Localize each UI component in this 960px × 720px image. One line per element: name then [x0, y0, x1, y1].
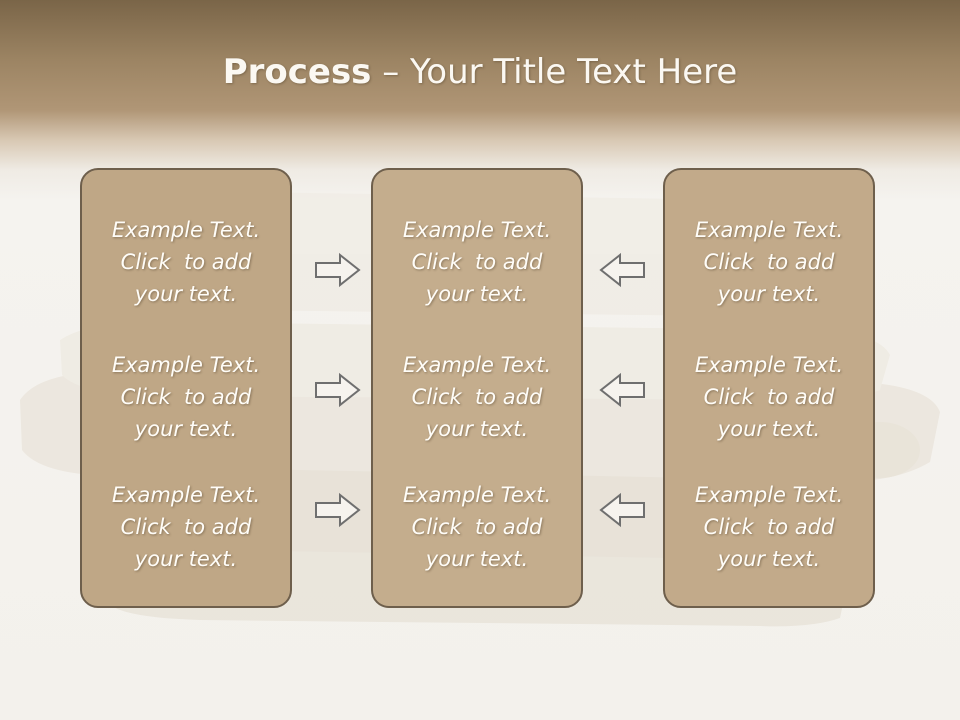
arrow-left-icon	[599, 252, 645, 288]
middle-item-2[interactable]: Example Text. Click to add your text.	[373, 349, 581, 445]
text-line: Click to add	[120, 250, 252, 274]
text-line: Click to add	[703, 515, 835, 539]
text-line: Click to add	[120, 515, 252, 539]
right-item-3[interactable]: Example Text. Click to add your text.	[665, 479, 873, 575]
text-line: your text.	[717, 547, 821, 571]
text-line: Click to add	[703, 385, 835, 409]
text-line: Example Text.	[111, 218, 261, 242]
text-line: Click to add	[411, 385, 543, 409]
text-line: Example Text.	[111, 353, 261, 377]
text-line: Click to add	[703, 250, 835, 274]
text-line: your text.	[717, 282, 821, 306]
middle-item-1[interactable]: Example Text. Click to add your text.	[373, 214, 581, 310]
text-line: Example Text.	[694, 483, 844, 507]
title-bold: Process	[222, 52, 372, 92]
text-line: your text.	[717, 417, 821, 441]
text-line: Click to add	[411, 250, 543, 274]
left-item-1[interactable]: Example Text. Click to add your text.	[82, 214, 290, 310]
text-line: Example Text.	[402, 218, 552, 242]
arrow-left-icon	[599, 492, 645, 528]
arrow-right-icon	[315, 492, 361, 528]
left-text-box[interactable]: Example Text. Click to add your text. Ex…	[80, 168, 292, 608]
text-line: your text.	[134, 417, 238, 441]
text-line: Example Text.	[694, 353, 844, 377]
text-line: your text.	[425, 282, 529, 306]
right-item-2[interactable]: Example Text. Click to add your text.	[665, 349, 873, 445]
text-line: Click to add	[411, 515, 543, 539]
text-line: your text.	[425, 547, 529, 571]
middle-item-3[interactable]: Example Text. Click to add your text.	[373, 479, 581, 575]
text-line: your text.	[134, 547, 238, 571]
text-line: Example Text.	[402, 483, 552, 507]
arrow-left-icon	[599, 372, 645, 408]
text-line: Example Text.	[694, 218, 844, 242]
text-line: your text.	[425, 417, 529, 441]
left-item-2[interactable]: Example Text. Click to add your text.	[82, 349, 290, 445]
right-text-box[interactable]: Example Text. Click to add your text. Ex…	[663, 168, 875, 608]
text-line: Example Text.	[402, 353, 552, 377]
title-rest: – Your Title Text Here	[371, 52, 738, 92]
left-item-3[interactable]: Example Text. Click to add your text.	[82, 479, 290, 575]
arrow-right-icon	[315, 372, 361, 408]
arrow-right-icon	[315, 252, 361, 288]
right-item-1[interactable]: Example Text. Click to add your text.	[665, 214, 873, 310]
text-line: Example Text.	[111, 483, 261, 507]
text-line: Click to add	[120, 385, 252, 409]
slide-title[interactable]: Process – Your Title Text Here	[0, 52, 960, 92]
middle-text-box[interactable]: Example Text. Click to add your text. Ex…	[371, 168, 583, 608]
text-line: your text.	[134, 282, 238, 306]
